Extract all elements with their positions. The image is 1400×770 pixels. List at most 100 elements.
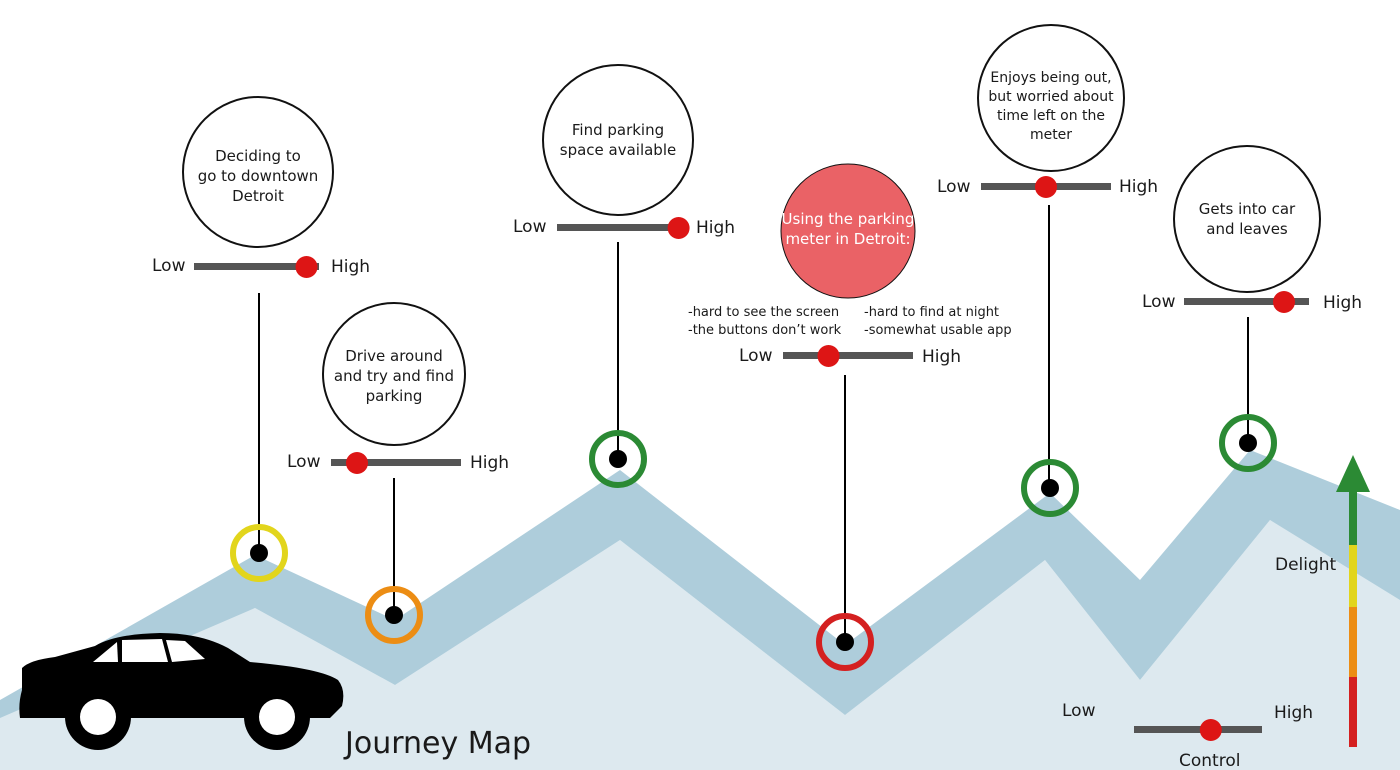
bubble-line: Drive around <box>345 347 443 365</box>
car-icon <box>19 633 344 750</box>
control-slider-gets-into-car: Low High <box>1142 291 1362 313</box>
emotion-marker-deciding <box>230 524 288 582</box>
arrow-segment-orange <box>1349 607 1357 677</box>
stage-bubble-drive-around: Drive around and try and find parking <box>322 302 466 446</box>
emotion-marker-parking-meter <box>816 613 874 671</box>
bubble-line: Gets into car <box>1199 200 1296 218</box>
bubble-line: space available <box>560 141 676 159</box>
slider-track <box>1184 298 1309 305</box>
arrow-segment-green <box>1349 490 1357 545</box>
control-slider-parking-meter: Low High <box>739 345 961 367</box>
slider-high-label: High <box>1323 293 1362 313</box>
bubble-line: Deciding to <box>215 147 301 165</box>
arrow-head-icon <box>1336 455 1370 492</box>
meter-notes: -hard to see the screen -the buttons don… <box>688 305 1012 338</box>
bubble-line: and leaves <box>1206 220 1288 238</box>
control-legend: Low High Control <box>1062 701 1313 770</box>
slider-high-label: High <box>470 453 509 473</box>
bubble-line: Find parking <box>572 121 664 139</box>
stage-bubble-find-parking: Find parking space available <box>542 64 694 216</box>
stage-bubble-enjoys-out: Enjoys being out, but worried about time… <box>977 24 1125 172</box>
emotion-dot <box>250 544 268 562</box>
emotion-ring <box>230 524 288 582</box>
bubble-circle <box>322 302 466 446</box>
bubble-line: time left on the <box>997 108 1105 124</box>
meter-note: -hard to find at night <box>864 305 999 320</box>
emotion-marker-gets-into-car <box>1219 414 1277 472</box>
emotion-dot <box>836 633 854 651</box>
slider-low-label: Low <box>152 256 186 276</box>
slider-low-label: Low <box>513 217 547 237</box>
emotion-dot <box>609 450 627 468</box>
legend-slider-knob <box>1199 719 1222 741</box>
control-slider-drive-around: Low High <box>287 452 509 474</box>
slider-track <box>331 459 461 466</box>
emotion-dot <box>1239 434 1257 452</box>
emotion-dot <box>385 606 403 624</box>
slider-knob <box>1273 291 1295 313</box>
emotion-ring <box>816 613 874 671</box>
arrow-segment-yellow <box>1349 545 1357 607</box>
slider-knob <box>667 217 690 239</box>
bubble-line: Detroit <box>232 187 284 205</box>
slider-high-label: High <box>696 218 735 238</box>
stage-bubble-parking-meter: Using the parking meter in Detroit: <box>780 163 916 299</box>
legend-slider-track <box>1134 726 1262 733</box>
legend-low-label: Low <box>1062 701 1096 721</box>
bubble-line: parking <box>366 387 423 405</box>
slider-track <box>194 263 319 270</box>
emotion-markers <box>230 414 1277 671</box>
meter-note: -hard to see the screen <box>688 305 839 320</box>
bubble-circle <box>977 24 1125 172</box>
bubble-circle <box>542 64 694 216</box>
emotion-dot <box>1041 479 1059 497</box>
slider-high-label: High <box>1119 177 1158 197</box>
slider-high-label: High <box>922 347 961 367</box>
slider-knob <box>346 452 368 474</box>
bubble-line: meter <box>1030 127 1072 143</box>
control-slider-find-parking: Low High <box>513 217 735 239</box>
meter-note: -somewhat usable app <box>864 323 1012 338</box>
stage-bubble-deciding: Deciding to go to downtown Detroit <box>182 96 334 248</box>
slider-knob <box>817 345 840 367</box>
journey-map-title: Journey Map <box>343 726 531 761</box>
emotion-marker-find-parking <box>589 430 647 488</box>
bubble-line: go to downtown <box>198 167 319 185</box>
slider-track <box>557 224 685 231</box>
connector-lines <box>258 205 1249 642</box>
control-label: Control <box>1179 751 1240 770</box>
emotion-ring <box>365 586 423 644</box>
slider-low-label: Low <box>937 177 971 197</box>
bubble-line: Using the parking <box>782 210 915 228</box>
slider-knob <box>295 256 318 278</box>
bubble-line: Enjoys being out, <box>990 70 1111 86</box>
legend-high-label: High <box>1274 703 1313 723</box>
emotion-marker-enjoys-out <box>1021 459 1079 517</box>
slider-high-label: High <box>331 257 370 277</box>
background-terrain <box>0 520 1400 770</box>
slider-low-label: Low <box>1142 292 1176 312</box>
emotion-ring <box>589 430 647 488</box>
control-slider-enjoys-out: Low High <box>937 176 1158 198</box>
bubble-line: but worried about <box>988 89 1114 105</box>
emotion-ring <box>1021 459 1079 517</box>
slider-low-label: Low <box>739 346 773 366</box>
emotion-marker-drive-around <box>365 586 423 644</box>
bubble-line: meter in Detroit: <box>785 230 910 248</box>
bubble-circle-highlight <box>780 163 916 299</box>
slider-track <box>783 352 913 359</box>
bubble-line: and try and find <box>334 367 454 385</box>
delight-arrow-legend: Delight <box>1275 455 1370 747</box>
control-slider-deciding: Low High <box>152 256 370 278</box>
meter-note: -the buttons don’t work <box>688 323 842 338</box>
slider-knob <box>1035 176 1057 198</box>
slider-low-label: Low <box>287 452 321 472</box>
emotion-ring <box>1219 414 1277 472</box>
delight-label: Delight <box>1275 555 1337 575</box>
bubble-circle <box>182 96 334 248</box>
stage-bubble-gets-into-car: Gets into car and leaves <box>1173 145 1321 293</box>
arrow-segment-red <box>1349 677 1357 747</box>
bubble-circle <box>1173 145 1321 293</box>
